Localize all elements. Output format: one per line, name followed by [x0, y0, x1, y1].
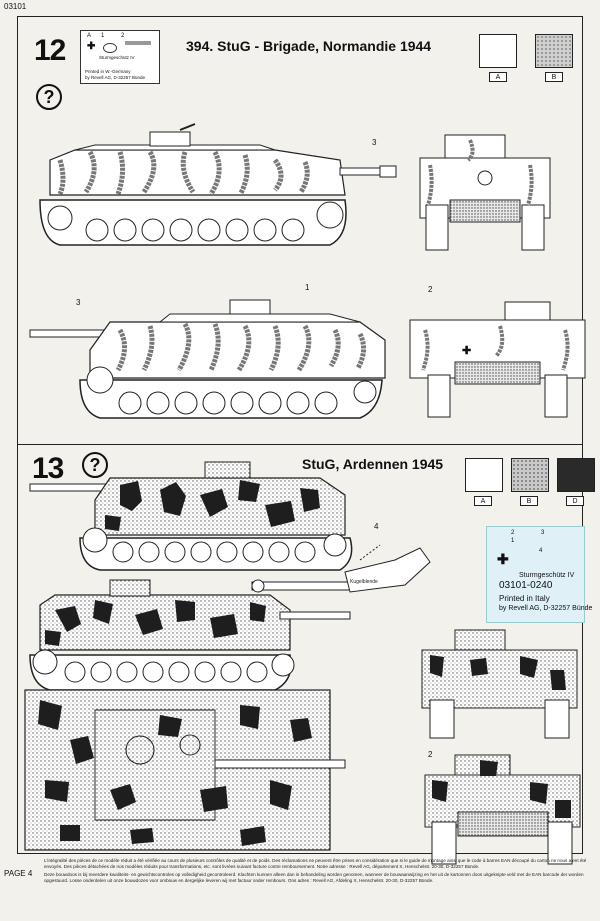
decal-mark-2: 2: [511, 530, 515, 536]
stug-winter-side-right: [29, 579, 351, 691]
step-12-number: 12: [34, 34, 66, 67]
balkenkreuz-icon: ✚: [87, 41, 96, 52]
decal-mid-text: Sturmgeschütz IV: [99, 55, 135, 60]
swatch-a-label: A: [474, 496, 492, 506]
swatch-b-label: B: [520, 496, 538, 506]
swatch-b-grey: [511, 458, 549, 492]
swatch-d-black: [557, 458, 595, 492]
step-13-help-icon: ?: [82, 452, 108, 478]
stug-winter-rear-view: [424, 754, 581, 865]
stug-rear-view: ✚: [409, 301, 586, 418]
swatch-b-grey: [535, 34, 573, 68]
page-number: PAGE 4: [4, 869, 33, 878]
step-13-decal-sheet: 2 1 3 4 ✚ Sturmgeschütz IV 03101-0240 Pr…: [486, 526, 592, 623]
decal-line-2: by Revell AG, D-32257 Bünde: [499, 605, 593, 612]
decal-mark-1: 1: [101, 33, 105, 39]
decal-title: Sturmgeschütz IV: [519, 572, 575, 579]
decal-line-1: Printed in Italy: [499, 594, 550, 603]
balkenkreuz-icon: ✚: [497, 551, 509, 567]
callout-1: 1: [305, 283, 310, 292]
stug-side-view-right: [39, 123, 397, 246]
callout-4: 4: [374, 522, 379, 531]
footer-paragraph-nl: Deze bouwdoos is bij meerdere kwaliteits…: [44, 872, 584, 883]
gun-barrel-detail: Kugelblende: [251, 544, 431, 593]
step-12-decal-sheet: A 1 2 ✚ Sturmgeschütz IV Printed in W.-G…: [80, 30, 160, 84]
stug-front-view: [419, 134, 551, 251]
callout-2: 2: [428, 285, 433, 294]
decal-mark-a: A: [87, 33, 92, 39]
footer-paragraph-fr: L'intégralité des pièces de ce modèle ré…: [44, 858, 587, 869]
decal-line-2: by Revell AG, D-32257 Bünde: [85, 75, 146, 80]
swatch-b-label: B: [545, 72, 563, 82]
step-12-title: 394. StuG - Brigade, Normandie 1944: [186, 38, 432, 54]
footer-notice: L'intégralité des pièces de ce modèle ré…: [44, 858, 589, 886]
decal-mark-3: 3: [541, 530, 545, 536]
stug-winter-top-view: [24, 689, 346, 851]
callout-2-winter: 2: [428, 750, 433, 759]
decal-stripe-icon: [125, 41, 151, 45]
decal-oval-icon: [103, 43, 117, 53]
swatch-d-label: D: [566, 496, 584, 506]
swatch-a-white: [479, 34, 517, 68]
step-12-help-icon: ?: [36, 84, 62, 110]
callout-3-bottom: 3: [76, 298, 81, 307]
swatch-a-label: A: [489, 72, 507, 82]
decal-mark-2: 2: [121, 33, 125, 39]
decal-code: 03101-0240: [499, 580, 553, 591]
svg-text:Kugelblende: Kugelblende: [350, 579, 378, 585]
callout-3-top: 3: [372, 138, 377, 147]
decal-mark-4: 4: [539, 548, 543, 554]
stug-winter-side-left: [29, 461, 353, 571]
swatch-a-white: [465, 458, 503, 492]
step-13-number: 13: [32, 452, 64, 485]
page-code: 03101: [4, 2, 27, 11]
step-13-title: StuG, Ardennen 1945: [302, 456, 444, 472]
step-divider: [17, 444, 583, 445]
stug-winter-front-view: [421, 629, 578, 739]
instruction-frame: [17, 16, 583, 854]
decal-mark-1: 1: [511, 538, 515, 544]
decal-line-1: Printed in W.-Germany: [85, 69, 131, 74]
stug-side-view-left: [29, 299, 386, 419]
rear-balkenkreuz-icon: ✚: [462, 345, 471, 357]
